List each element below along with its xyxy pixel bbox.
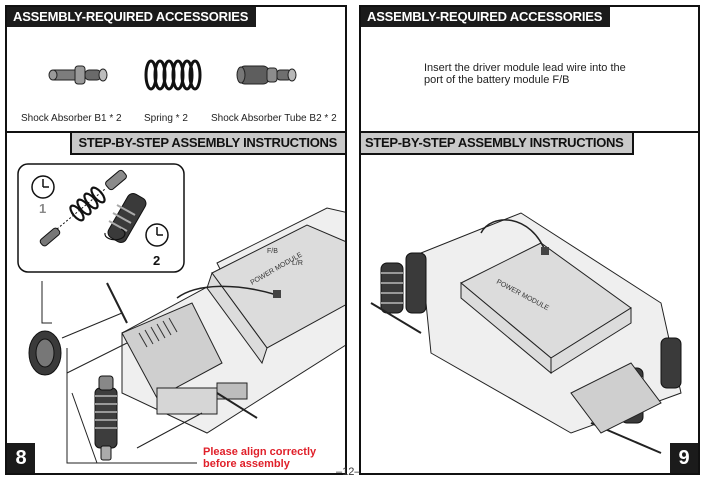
- shock-absorber-b1-icon: [48, 65, 108, 85]
- step-number-9: 9: [670, 443, 698, 473]
- step-9-panel: STEP-BY-STEP ASSEMBLY INSTRUCTIONS POWER…: [359, 131, 700, 475]
- clock-icon-step1: [31, 175, 55, 199]
- clock-icon-step2: [145, 223, 169, 247]
- inset-step-2: 2: [153, 253, 160, 268]
- chassis-illustration-step9: POWER MODULE: [370, 212, 682, 454]
- accessory-label-spring: Spring * 2: [144, 113, 188, 124]
- step-9-header: STEP-BY-STEP ASSEMBLY INSTRUCTIONS: [361, 133, 634, 155]
- chassis-illustration-step8: POWER MODULE F/B L/R: [28, 207, 345, 464]
- align-warning: Please align correctly before assembly: [203, 446, 317, 470]
- accessories-panel-left: ASSEMBLY-REQUIRED ACCESSORIES Shock Abso…: [5, 5, 347, 133]
- accessories-panel-right: ASSEMBLY-REQUIRED ACCESSORIES Insert the…: [359, 5, 700, 133]
- page-number: –12–: [336, 466, 361, 478]
- accessories-header-left: ASSEMBLY-REQUIRED ACCESSORIES: [7, 7, 257, 27]
- module-mark-lr: L/R: [292, 260, 303, 267]
- step-8-header: STEP-BY-STEP ASSEMBLY INSTRUCTIONS: [70, 133, 345, 155]
- shock-tube-installed: [94, 375, 118, 461]
- shock-absorber-tube-b2-icon: [236, 65, 297, 85]
- accessory-label-tube-b2: Shock Absorber Tube B2 * 2: [211, 113, 337, 124]
- wire-instruction-text: Insert the driver module lead wire into …: [424, 62, 626, 86]
- spring-icon: [144, 59, 202, 91]
- accessories-header-right: ASSEMBLY-REQUIRED ACCESSORIES: [361, 7, 611, 27]
- module-mark-fb: F/B: [267, 248, 278, 255]
- step-8-panel: STEP-BY-STEP ASSEMBLY INSTRUCTIONS POWER…: [5, 131, 347, 475]
- accessory-label-shock-b1: Shock Absorber B1 * 2: [21, 113, 122, 124]
- inset-step-1: 1: [39, 201, 46, 216]
- shock-b1-installed: [28, 330, 62, 376]
- step-number-8: 8: [7, 443, 35, 473]
- shock-assembly-inset: 1 2: [17, 163, 185, 273]
